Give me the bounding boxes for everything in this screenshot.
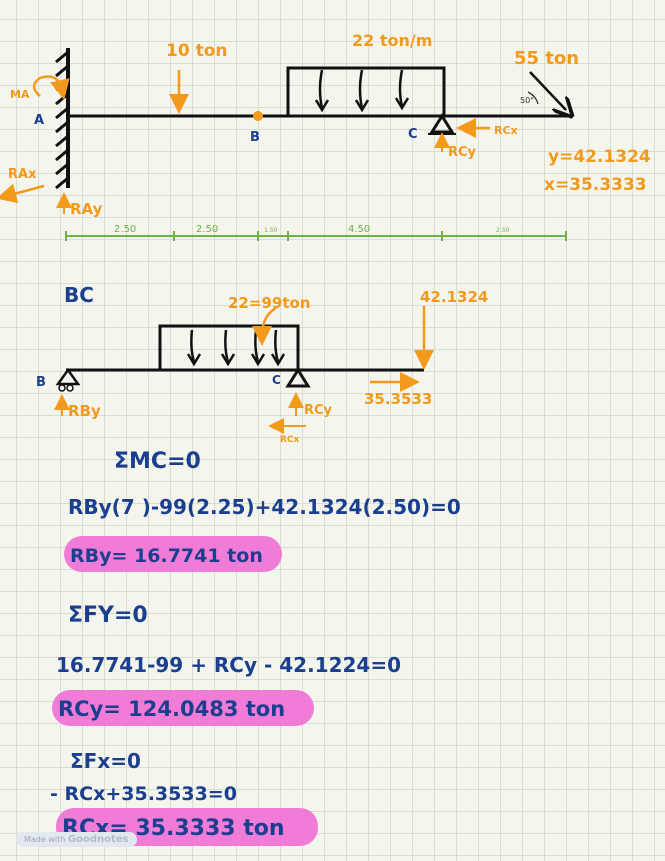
- dim-4: 4.50: [348, 224, 370, 235]
- dimension-ticks: [65, 231, 567, 241]
- udl-box-bc: [158, 324, 300, 372]
- eq-sum-fy: ΣFY=0: [68, 603, 148, 628]
- hinge-b: [253, 111, 263, 121]
- goodnotes-watermark: Made with Goodnotes: [16, 832, 137, 847]
- resultant-arrow: [252, 306, 277, 346]
- label-x-component: x=35.3333: [544, 175, 647, 195]
- beam-diagram-1: 10 ton 22 ton/m 55 ton 50° A B C MA RAx …: [0, 31, 651, 241]
- label-c-bc: C: [272, 373, 281, 387]
- rax-arrow: [0, 183, 45, 204]
- highlight-rby: [64, 536, 282, 572]
- pin-support-c: [429, 113, 455, 134]
- label-vertical-load: 42.1324: [420, 288, 488, 306]
- udl-arrows: [314, 69, 410, 113]
- highlight-rcy: [52, 690, 314, 726]
- roller-wheel: [58, 384, 66, 392]
- moment-ma-arrow: [32, 75, 70, 100]
- pin-support-c-bc: [285, 367, 311, 388]
- label-ma: MA: [10, 88, 30, 101]
- udl-box: [286, 66, 446, 118]
- label-rcx-bc: RCx: [280, 435, 300, 445]
- label-load-55: 55 ton: [514, 48, 579, 69]
- label-rby: RBy: [68, 402, 101, 420]
- dim-1: 2.50: [114, 224, 136, 235]
- label-rcy: RCy: [448, 145, 477, 160]
- label-point-a: A: [34, 113, 44, 128]
- equations: ΣMC=0 RBy(7 )-99(2.25)+42.1324(2.50)=0 R…: [50, 449, 461, 841]
- label-resultant: 22=99ton: [228, 294, 310, 312]
- watermark-made: Made with: [24, 835, 66, 844]
- label-rax: RAx: [8, 167, 37, 182]
- label-ray: RAy: [70, 200, 103, 218]
- label-point-b: B: [250, 130, 260, 145]
- label-b-bc: B: [36, 375, 46, 390]
- bc-title: BC: [64, 283, 94, 307]
- label-point-c: C: [408, 127, 418, 142]
- roller-wheel: [66, 384, 74, 392]
- udl-arrows-bc: [186, 329, 286, 367]
- result-rcy: RCy= 124.0483 ton: [58, 697, 285, 721]
- dim-3: 1.50: [264, 227, 278, 234]
- eq-fy: 16.7741-99 + RCy - 42.1224=0: [56, 653, 401, 677]
- dim-5: 2.50: [496, 227, 510, 234]
- eq-sum-fx: ΣFx=0: [70, 749, 141, 773]
- eq-sum-moment: ΣMC=0: [114, 449, 201, 474]
- label-rcx: RCx: [494, 124, 518, 137]
- label-load-10: 10 ton: [166, 41, 227, 61]
- label-y-component: y=42.1324: [548, 147, 651, 167]
- angle-arc: [527, 91, 539, 105]
- label-horizontal-load: 35.3533: [364, 390, 432, 408]
- label-udl: 22 ton/m: [352, 31, 432, 50]
- beam-diagram-2: BC 22=99ton 42.1324 35.3533 B C RBy: [36, 283, 488, 445]
- label-angle: 50°: [520, 96, 534, 105]
- result-rby: RBy= 16.7741 ton: [70, 545, 263, 567]
- label-rcy-bc: RCy: [304, 403, 333, 418]
- dim-2: 2.50: [196, 224, 218, 235]
- eq-moment: RBy(7 )-99(2.25)+42.1324(2.50)=0: [68, 495, 461, 519]
- roller-support-b: [55, 367, 81, 386]
- eq-fx: - RCx+35.3533=0: [50, 783, 237, 805]
- watermark-app: Goodnotes: [67, 834, 129, 845]
- load-55-arrow: [529, 71, 566, 110]
